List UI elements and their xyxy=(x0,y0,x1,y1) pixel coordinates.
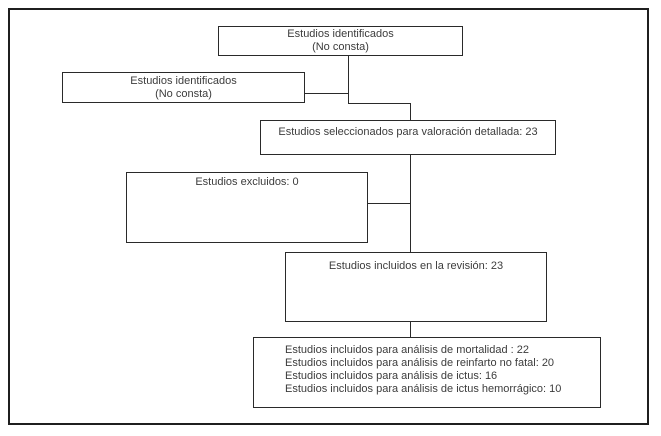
box-selected-label: Estudios seleccionados para valoración d… xyxy=(278,126,538,138)
box-analysis: Estudios incluidos para análisis de mort… xyxy=(253,337,601,408)
box-excluded: Estudios excluidos: 0 xyxy=(126,172,368,243)
connector-top-box-down xyxy=(348,56,349,104)
connector-included-to-analysis xyxy=(410,322,411,337)
box-identified-top: Estudios identificados (No consta) xyxy=(218,26,463,56)
box-included-review: Estudios incluidos en la revisión: 23 xyxy=(285,252,547,322)
box-selected: Estudios seleccionados para valoración d… xyxy=(260,120,556,155)
box-identified-left-line2: (No consta) xyxy=(155,87,212,100)
box-identified-left-line1: Estudios identificados xyxy=(130,74,237,87)
connector-excluded-to-spine xyxy=(368,203,410,204)
connector-left-box-to-spine xyxy=(305,93,349,94)
analysis-line-ictus: Estudios incluidos para análisis de ictu… xyxy=(285,370,498,382)
box-included-review-label: Estudios incluidos en la revisión: 23 xyxy=(328,260,504,272)
analysis-line-reinfarction: Estudios incluidos para análisis de rein… xyxy=(285,357,555,369)
analysis-line-mortality: Estudios incluidos para análisis de mort… xyxy=(285,344,529,356)
box-identified-top-line1: Estudios identificados xyxy=(287,28,394,40)
box-identified-top-line2: (No consta) xyxy=(312,41,369,53)
connector-selected-to-included xyxy=(410,155,411,253)
connector-jog-right xyxy=(348,103,411,104)
connector-into-selected-box xyxy=(410,103,411,121)
analysis-line-hemorrhagic-ictus: Estudios incluidos para análisis de ictu… xyxy=(285,383,562,395)
box-identified-left: Estudios identificados (No consta) xyxy=(62,72,305,103)
box-excluded-label: Estudios excluidos: 0 xyxy=(195,176,299,188)
outer-border xyxy=(8,8,649,425)
